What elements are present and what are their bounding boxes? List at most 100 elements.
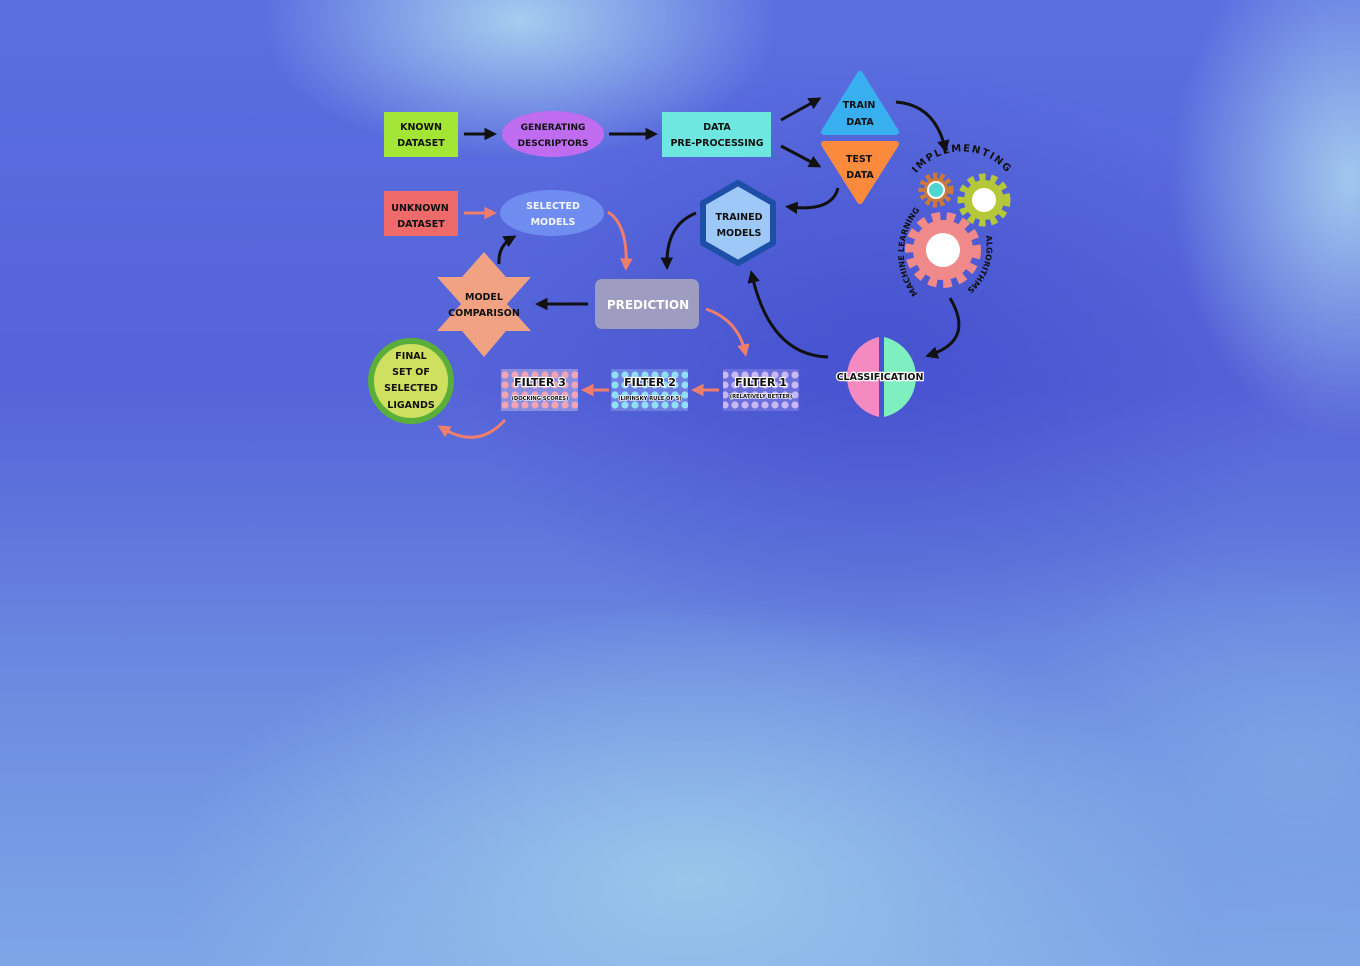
data-preprocessing-label-1: DATA: [703, 122, 731, 133]
node-filter-1: FILTER 1 (RELATIVELY BETTER): [723, 369, 799, 411]
arrow-trained-to-prediction: [660, 211, 697, 271]
final-set-label-4: LIGANDS: [387, 400, 435, 411]
svg-text:FILTER 1: FILTER 1: [735, 376, 787, 389]
known-dataset-label-1: KNOWN: [400, 122, 442, 133]
svg-text:SET OF: SET OF: [392, 367, 430, 378]
svg-text:DATA: DATA: [846, 170, 874, 181]
node-prediction: PREDICTION: [595, 279, 699, 329]
unknown-dataset-label-1: UNKNOWN: [391, 203, 449, 214]
test-data-label-1: TEST: [846, 154, 873, 165]
node-known-dataset: KNOWN DATASET: [384, 112, 458, 157]
model-comparison-label-1: MODEL: [465, 292, 503, 303]
model-comparison-star: [437, 252, 531, 357]
generating-descriptors-ellipse: [502, 111, 604, 157]
arrow-preprocessing-to-train: [780, 97, 822, 122]
unknown-dataset-box: [384, 191, 458, 236]
arrow-train-to-ml: [895, 100, 950, 153]
svg-text:MODELS: MODELS: [531, 217, 576, 228]
svg-text:DESCRIPTORS: DESCRIPTORS: [518, 139, 589, 149]
arrow-prediction-to-filter1: [705, 307, 750, 357]
selected-models-ellipse: [500, 190, 604, 236]
node-model-comparison: MODEL COMPARISON: [437, 252, 531, 357]
arrow-test-to-trained: [784, 187, 840, 215]
svg-text:TRAINED: TRAINED: [715, 212, 762, 223]
filter-1-box: [723, 369, 799, 411]
gear-medium-icon: [957, 173, 1011, 227]
node-data-preprocessing: DATA PRE-PROCESSING: [662, 112, 771, 157]
ml-label-top: IMPLEMENTING: [910, 143, 1013, 175]
filter-3-box: [501, 369, 578, 411]
selected-models-label-1: SELECTED: [526, 201, 580, 212]
svg-text:COMPARISON: COMPARISON: [448, 308, 520, 319]
arrow-ml-to-classification: [925, 297, 961, 359]
svg-text:TEST: TEST: [846, 154, 873, 165]
svg-text:FINAL: FINAL: [395, 351, 426, 362]
svg-text:(DOCKING SCORES): (DOCKING SCORES): [512, 396, 569, 402]
unknown-dataset-label-2: DATASET: [397, 219, 445, 230]
trained-models-hexagon: [700, 180, 776, 266]
filter-1-title: FILTER 1: [735, 376, 787, 389]
final-set-circle: [368, 338, 454, 424]
trained-models-label-1: TRAINED: [715, 212, 762, 223]
generating-descriptors-label-2: DESCRIPTORS: [518, 139, 589, 149]
svg-text:CLASSIFICATION: CLASSIFICATION: [837, 372, 924, 383]
generating-descriptors-label-1: GENERATING: [521, 123, 586, 133]
svg-text:DATA: DATA: [703, 122, 731, 133]
classification-label: CLASSIFICATION: [837, 372, 924, 383]
test-data-triangle: [821, 141, 899, 204]
arrow-filter3-to-final: [437, 418, 507, 439]
svg-text:TRAIN: TRAIN: [843, 100, 876, 111]
test-data-label-2: DATA: [846, 170, 874, 181]
node-unknown-dataset: UNKNOWN DATASET: [384, 191, 458, 236]
filter-2-box: [611, 369, 688, 411]
trained-models-label-2: MODELS: [717, 228, 762, 239]
data-preprocessing-box: [662, 112, 771, 157]
selected-models-label-2: MODELS: [531, 217, 576, 228]
svg-text:(RELATIVELY BETTER): (RELATIVELY BETTER): [730, 394, 793, 400]
node-selected-models: SELECTED MODELS: [500, 190, 604, 236]
arrow-comparison-to-selected: [497, 235, 517, 265]
node-filter-2: FILTER 2 (LIPINSKY RULE OF 5): [611, 369, 688, 411]
node-test-data: TEST DATA: [821, 141, 899, 204]
classification-right-half: [884, 337, 916, 417]
svg-text:IMPLEMENTING: IMPLEMENTING: [910, 143, 1013, 175]
filter-2-subtitle: (LIPINSKY RULE OF 5): [618, 396, 682, 402]
train-data-label-1: TRAIN: [843, 100, 876, 111]
train-data-triangle: [821, 71, 899, 135]
node-trained-models: TRAINED MODELS: [700, 180, 776, 266]
gear-large-icon: [905, 212, 981, 288]
node-final-set: FINAL SET OF SELECTED LIGANDS: [368, 338, 454, 424]
svg-text:DATA: DATA: [846, 117, 874, 128]
node-generating-descriptors: GENERATING DESCRIPTORS: [502, 111, 604, 157]
model-comparison-label-2: COMPARISON: [448, 308, 520, 319]
svg-text:SELECTED: SELECTED: [526, 201, 580, 212]
svg-text:GENERATING: GENERATING: [521, 123, 586, 133]
svg-text:FILTER 3: FILTER 3: [514, 376, 566, 389]
filter-3-title: FILTER 3: [514, 376, 566, 389]
prediction-label: PREDICTION: [607, 298, 689, 312]
svg-text:UNKNOWN: UNKNOWN: [391, 203, 449, 214]
svg-text:SELECTED: SELECTED: [384, 383, 438, 394]
node-train-data: TRAIN DATA: [821, 71, 899, 135]
node-filter-3: FILTER 3 (DOCKING SCORES): [501, 369, 578, 411]
data-preprocessing-label-2: PRE-PROCESSING: [670, 138, 763, 149]
train-data-label-2: DATA: [846, 117, 874, 128]
final-set-label-3: SELECTED: [384, 383, 438, 394]
gear-small-icon: [918, 172, 954, 208]
arrow-preprocessing-to-test: [780, 144, 822, 168]
ml-algorithms-group: IMPLEMENTING MACHINE LEARNING ALGORITHMS: [897, 143, 1013, 298]
final-set-label-2: SET OF: [392, 367, 430, 378]
known-dataset-label-2: DATASET: [397, 138, 445, 149]
arrows: [437, 97, 961, 439]
prediction-box: [595, 279, 699, 329]
node-classification: CLASSIFICATION: [835, 337, 925, 417]
svg-text:FILTER 2: FILTER 2: [624, 376, 676, 389]
arrow-selected-to-prediction: [607, 210, 633, 272]
svg-text:MODEL: MODEL: [465, 292, 503, 303]
filter-2-title: FILTER 2: [624, 376, 676, 389]
svg-text:KNOWN: KNOWN: [400, 122, 442, 133]
filter-1-subtitle: (RELATIVELY BETTER): [730, 394, 793, 400]
filter-3-subtitle: (DOCKING SCORES): [512, 396, 569, 402]
svg-text:(LIPINSKY RULE OF 5): (LIPINSKY RULE OF 5): [618, 396, 682, 402]
